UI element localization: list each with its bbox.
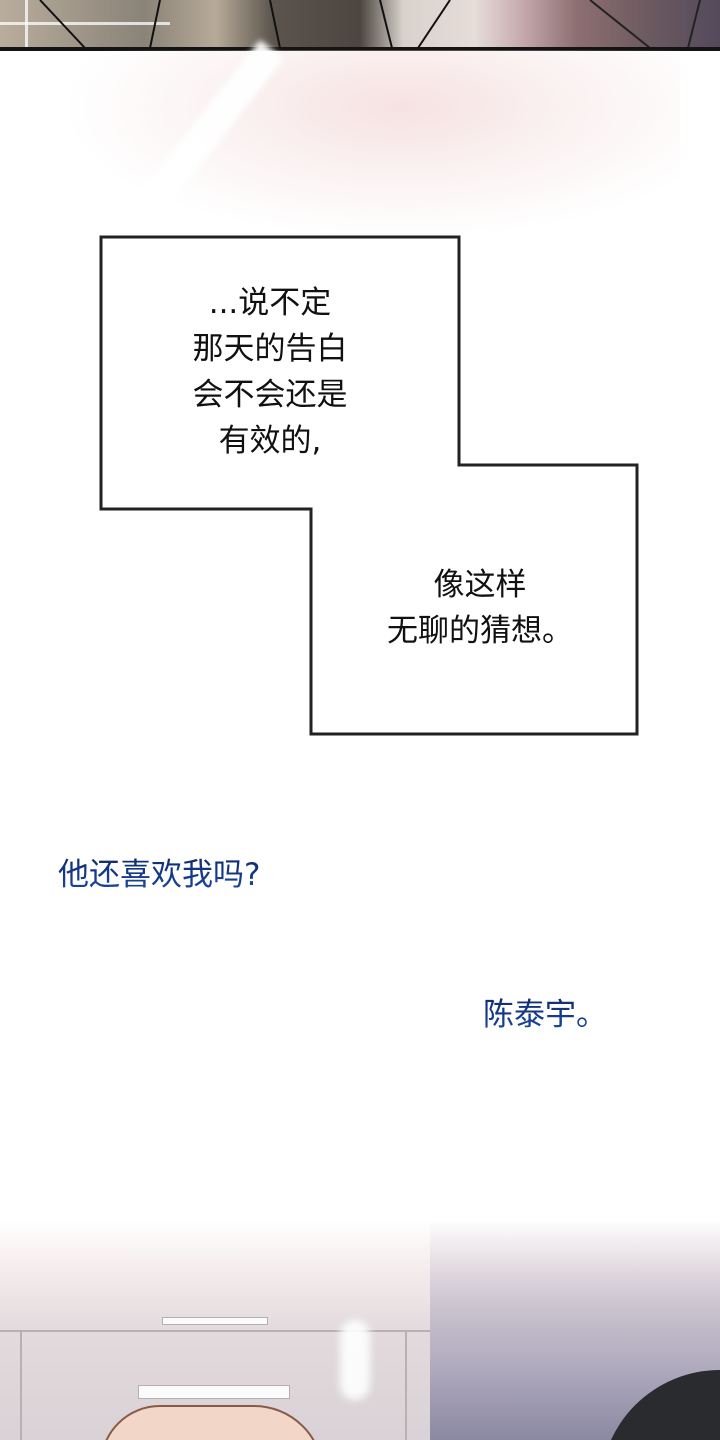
narration-box (99, 235, 639, 736)
narration-line: ...说不定 (208, 285, 332, 321)
panel-line-art (39, 0, 701, 48)
narration-text-part1: ...说不定 那天的告白 会不会还是 有效的, (160, 280, 380, 464)
narration-text-part2: 像这样 无聊的猜想。 (370, 562, 590, 654)
narration-line: 那天的告白 (192, 331, 348, 367)
narration-line: 会不会还是 (192, 377, 348, 413)
monologue-question: 他还喜欢我吗? (58, 857, 261, 893)
drawer-handle (162, 1317, 268, 1325)
bottom-illustration-panel (0, 1220, 720, 1440)
drawer-side (405, 1330, 407, 1440)
hand-illustration (100, 1405, 324, 1440)
top-illustration-panel (0, 0, 720, 48)
panel-border (0, 47, 720, 51)
light-ray-vertical (25, 0, 28, 48)
monologue-name: 陈泰宇。 (483, 997, 607, 1033)
light-ray-horizontal (0, 22, 170, 25)
narration-line: 无聊的猜想。 (387, 613, 573, 649)
drawer-side (20, 1330, 22, 1440)
narration-line: 像这样 (433, 567, 527, 603)
drawer-edge (0, 1330, 430, 1332)
drawer-handle (138, 1385, 290, 1399)
light-reflection (340, 1320, 370, 1400)
narration-line: 有效的, (218, 423, 322, 459)
